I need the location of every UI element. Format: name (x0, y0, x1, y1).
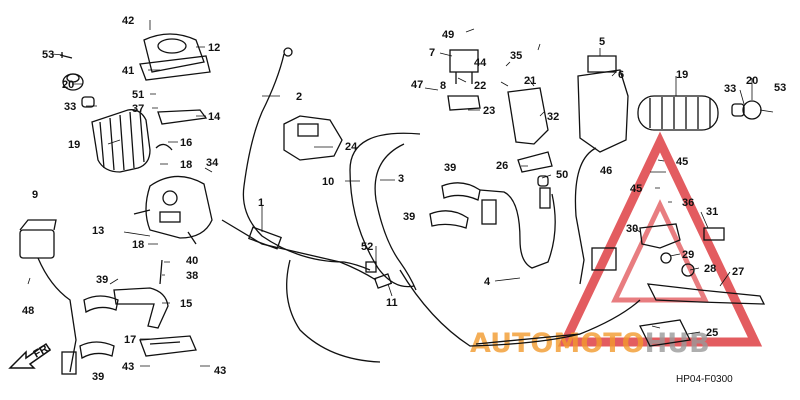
cable-1 (221, 219, 377, 281)
callout-45-b: 45 (630, 183, 642, 195)
watermark-text: AUTOMOTOHUB (470, 328, 710, 359)
callout-29: 29 (682, 249, 694, 261)
cable-4 (399, 269, 641, 347)
callout-28: 28 (704, 263, 716, 275)
callout-20-right: 20 (746, 75, 758, 87)
front-arrow-icon (8, 342, 52, 369)
callout-17: 17 (124, 334, 136, 346)
callout-49: 49 (442, 29, 454, 41)
callout-39-d: 39 (403, 211, 415, 223)
callout-23: 23 (483, 105, 495, 117)
callout-52: 52 (361, 241, 373, 253)
right-switch-housing (574, 55, 629, 285)
callout-1: 1 (258, 197, 264, 209)
callout-4: 4 (484, 276, 491, 288)
callout-6: 6 (618, 69, 624, 81)
callout-22: 22 (474, 80, 486, 92)
callout-8: 8 (440, 80, 446, 92)
callout-50: 50 (556, 169, 568, 181)
callout-41: 41 (122, 65, 134, 77)
callout-36: 36 (682, 197, 694, 209)
watermark-triangle (557, 131, 763, 347)
callout-39-c: 39 (444, 162, 456, 174)
callout-53: 53 (42, 49, 54, 61)
callout-31: 31 (706, 206, 718, 218)
callout-35: 35 (510, 50, 522, 62)
throttle-housing (133, 175, 213, 245)
callout-34: 34 (206, 157, 219, 169)
callout-47: 47 (411, 79, 423, 91)
callout-51: 51 (132, 89, 144, 101)
front-label: FR. (32, 341, 53, 360)
callout-18: 18 (180, 159, 192, 171)
callout-37: 37 (132, 103, 144, 115)
callout-2: 2 (296, 91, 302, 103)
right-lever (646, 283, 766, 305)
callout-19-right: 19 (676, 69, 688, 81)
callout-13: 13 (92, 225, 104, 237)
callout-3: 3 (398, 173, 404, 185)
callout-43-a: 43 (122, 361, 134, 373)
callout-40: 40 (186, 255, 198, 267)
callout-12: 12 (208, 42, 220, 54)
cable-10 (349, 132, 421, 288)
callout-20: 20 (62, 79, 74, 91)
callout-25: 25 (706, 327, 718, 339)
callout-38: 38 (186, 270, 198, 282)
callout-11: 11 (386, 297, 398, 309)
callout-9: 9 (32, 189, 38, 201)
callout-14: 14 (208, 111, 221, 123)
leader-lines (27, 20, 774, 367)
callout-44: 44 (474, 57, 487, 69)
watermark: AUTOMOTOHUB (470, 131, 763, 359)
callout-30: 30 (626, 223, 638, 235)
callout-15: 15 (180, 298, 192, 310)
callout-39-a: 39 (96, 274, 108, 286)
callout-18b: 18 (132, 239, 144, 251)
callout-24: 24 (345, 141, 358, 153)
callout-16: 16 (180, 137, 192, 149)
callout-42: 42 (122, 15, 134, 27)
cable-2 (242, 53, 371, 271)
left-switch (19, 219, 77, 375)
callout-45-a: 45 (676, 156, 688, 168)
callout-27: 27 (732, 266, 744, 278)
callout-43-b: 43 (214, 365, 226, 377)
callout-26: 26 (496, 160, 508, 172)
callout-7: 7 (429, 47, 435, 59)
diagram-code: HP04-F0300 (676, 374, 733, 385)
callout-5: 5 (599, 36, 605, 48)
part-drawings (19, 33, 766, 375)
callouts: 42 53 12 41 20 33 51 37 14 19 16 18 34 9… (22, 15, 786, 383)
cable-3 (374, 143, 417, 291)
callout-39-b: 39 (92, 371, 104, 383)
callout-19-left: 19 (68, 139, 80, 151)
throttle-cover (139, 33, 211, 81)
callout-48: 48 (22, 305, 34, 317)
callout-21: 21 (524, 75, 536, 87)
left-grip (91, 109, 151, 173)
front-arrow: FR. (8, 341, 53, 369)
callout-33-right: 33 (724, 83, 736, 95)
callout-10: 10 (322, 176, 334, 188)
switch-housing-24 (283, 115, 343, 161)
callout-33: 33 (64, 101, 76, 113)
callout-32: 32 (547, 111, 559, 123)
callout-53-right: 53 (774, 82, 786, 94)
right-grip (637, 95, 719, 131)
callout-46: 46 (600, 165, 612, 177)
